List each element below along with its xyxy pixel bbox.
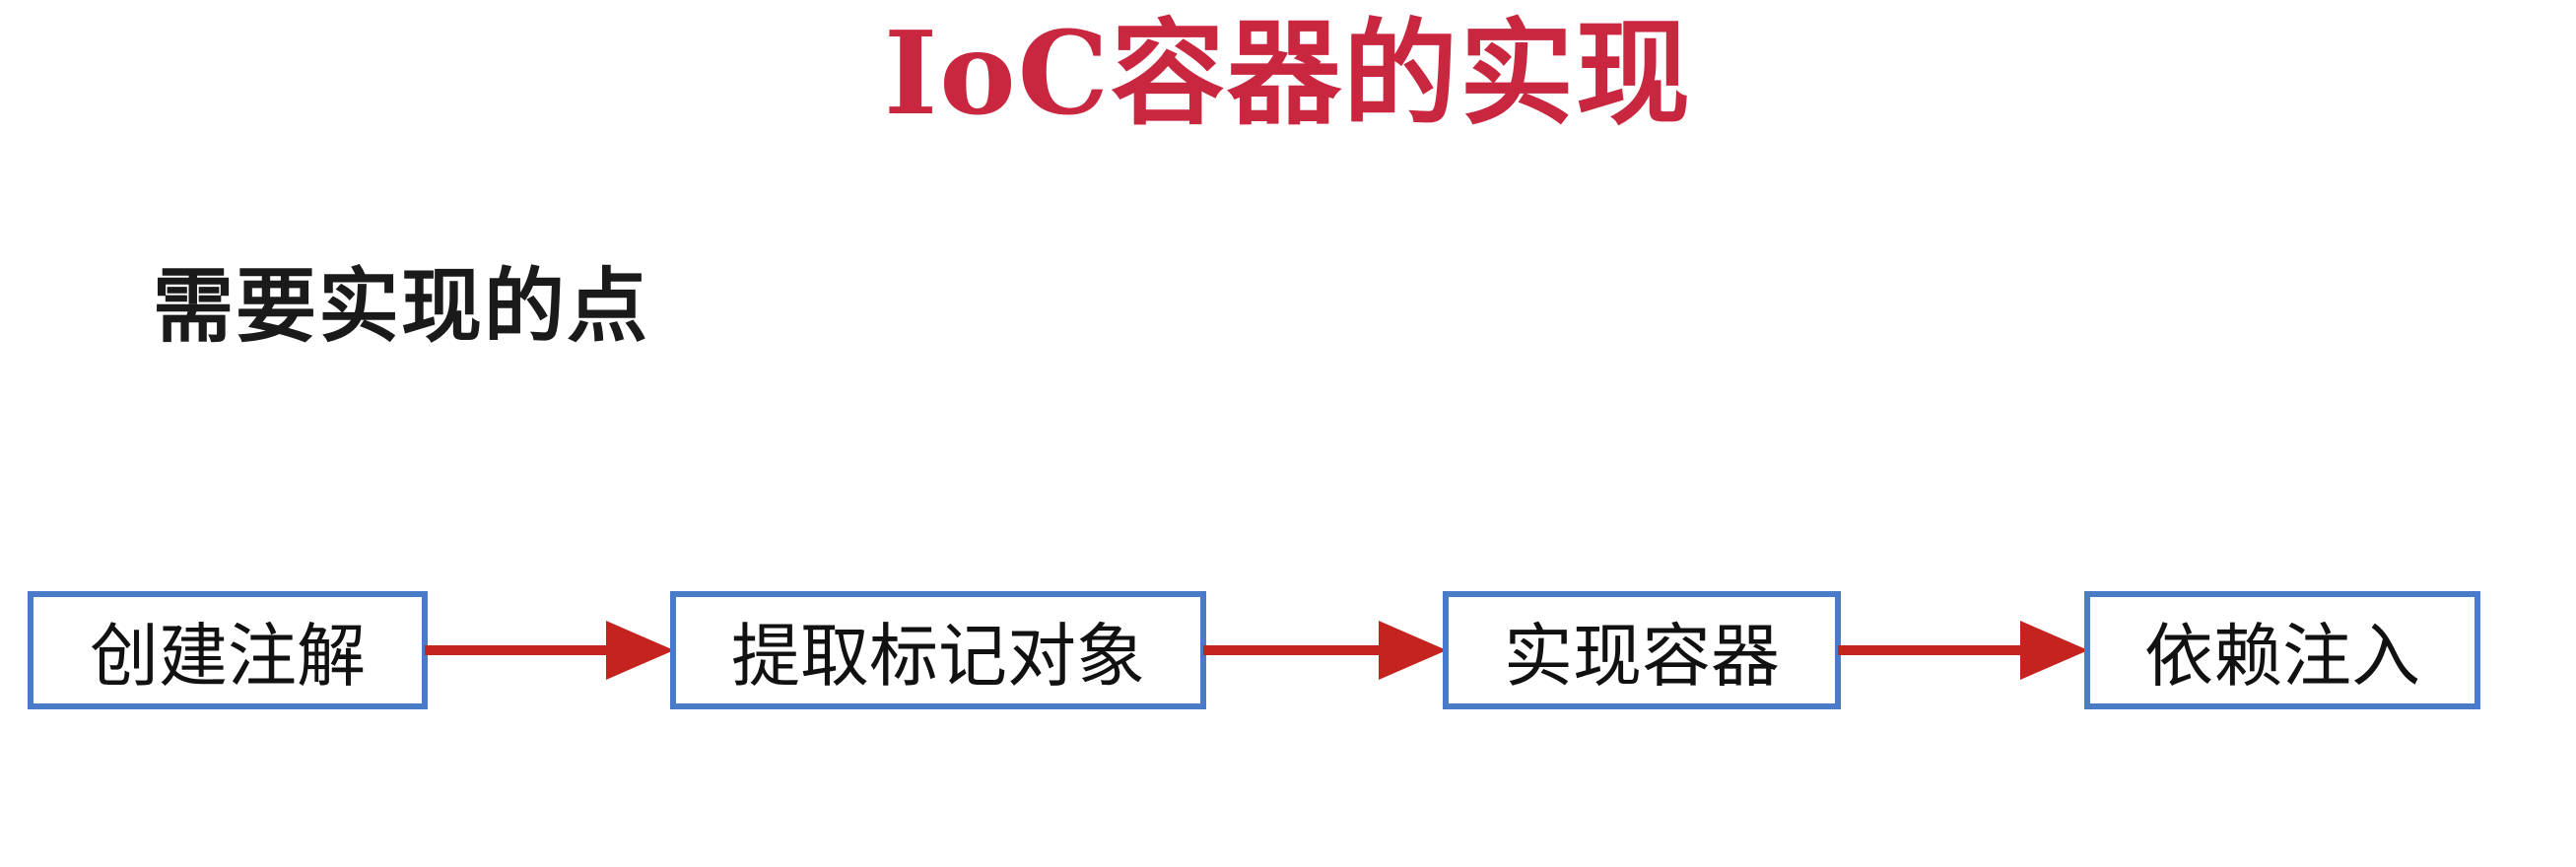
step-box-implement-container: 实现容器	[1443, 591, 1841, 709]
step-box-dependency-injection: 依赖注入	[2084, 591, 2480, 709]
section-heading: 需要实现的点	[153, 260, 650, 354]
right-arrow-icon	[1203, 621, 1447, 680]
right-arrow-icon	[1838, 621, 2088, 680]
slide-title: IoC容器的实现	[884, 7, 1692, 141]
step-box-extract-marked-objects: 提取标记对象	[670, 591, 1206, 709]
right-arrow-icon	[425, 621, 674, 680]
step-box-create-annotation: 创建注解	[28, 591, 428, 709]
